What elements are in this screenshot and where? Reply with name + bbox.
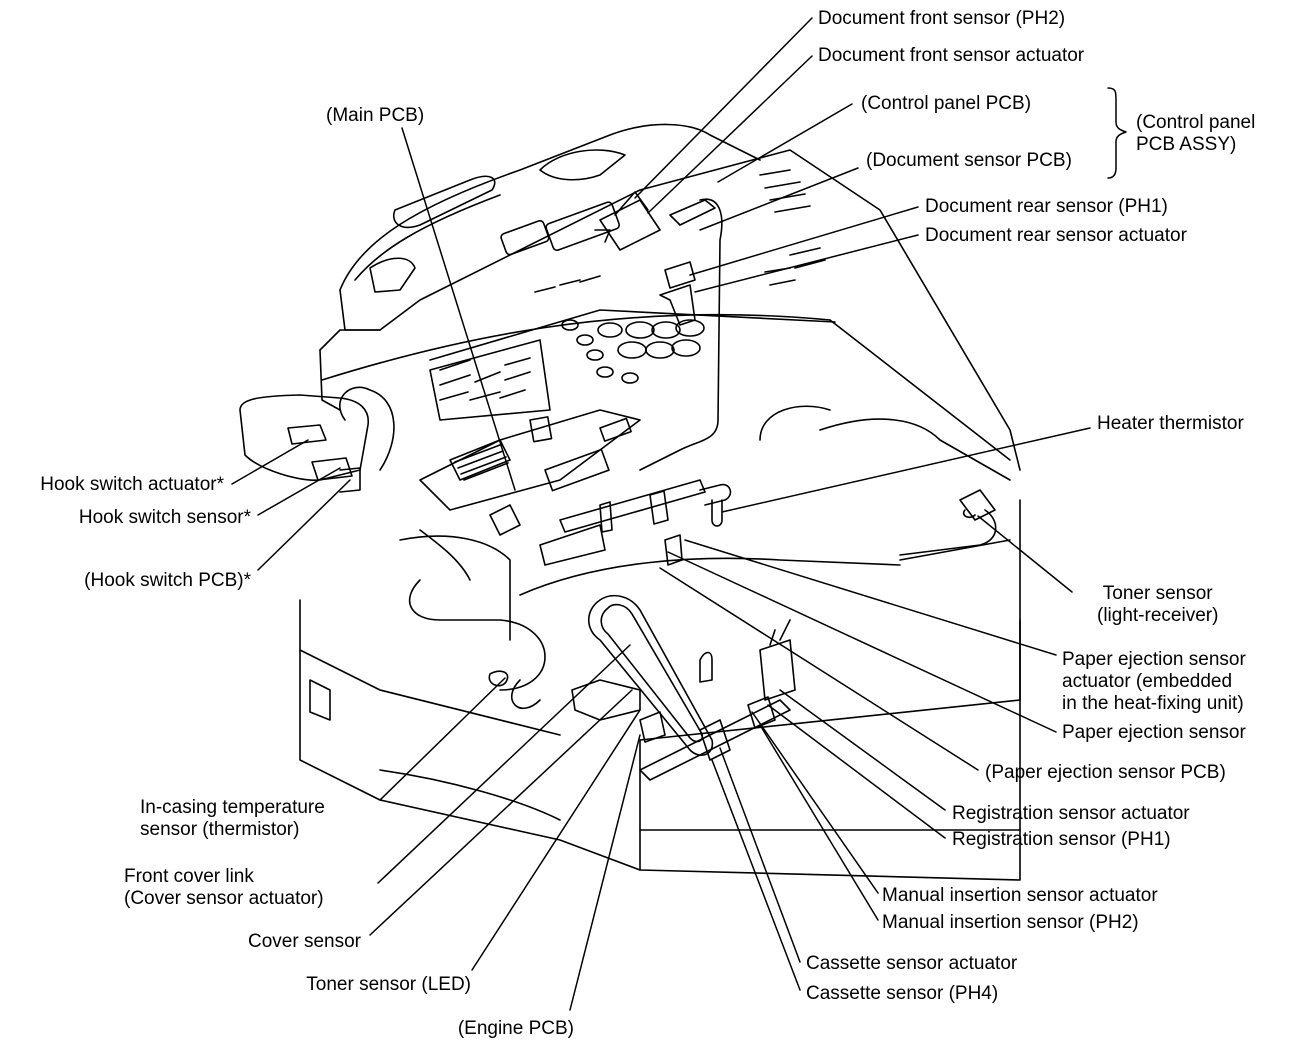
leader-paper-ejection-pcb xyxy=(659,567,979,771)
leader-in-casing-temp xyxy=(379,677,506,801)
front-cover-link-arm xyxy=(571,594,714,756)
leader-doc-rear-sensor xyxy=(689,206,919,276)
control-panel-keys xyxy=(500,169,826,384)
label-doc-sensor-pcb: (Document sensor PCB) xyxy=(866,150,1072,171)
label-paper-ejection-pcb: (Paper ejection sensor PCB) xyxy=(985,762,1226,783)
label-doc-front-actuator: Document front sensor actuator xyxy=(818,45,1085,66)
label-toner-receiver: Toner sensor (light-receiver) xyxy=(1097,583,1219,626)
label-hook-pcb: (Hook switch PCB)* xyxy=(84,570,251,591)
leader-doc-sensor-pcb xyxy=(699,167,859,231)
leader-hook-sensor xyxy=(257,467,341,516)
handset xyxy=(239,394,369,493)
label-in-casing-temp: In-casing temperature sensor (thermistor… xyxy=(140,797,325,840)
leader-manual-actuator xyxy=(751,711,879,894)
leader-doc-rear-actuator xyxy=(694,234,919,293)
machine-body xyxy=(239,123,1021,881)
leader-cassette-actuator xyxy=(719,747,801,963)
label-hook-actuator: Hook switch actuator* xyxy=(40,474,224,495)
leader-paper-ejection-sensor xyxy=(667,551,1057,733)
leader-manual-sensor xyxy=(759,724,879,921)
label-main-pcb: (Main PCB) xyxy=(326,105,425,126)
label-toner-led: Toner sensor (LED) xyxy=(306,974,471,995)
label-control-panel-assy: (Control panel PCB ASSY) xyxy=(1136,112,1256,155)
label-cover-sensor: Cover sensor xyxy=(248,931,361,952)
leader-front-cover-link xyxy=(377,644,631,884)
label-doc-rear-actuator: Document rear sensor actuator xyxy=(925,225,1187,246)
label-control-panel-pcb: (Control panel PCB) xyxy=(861,93,1032,114)
leader-paper-ejection-actuator xyxy=(684,539,1057,656)
sensor-shaft-assembly xyxy=(639,619,796,781)
leader-toner-led xyxy=(471,709,641,971)
leader-hook-actuator xyxy=(231,439,309,485)
leader-doc-front-sensor xyxy=(634,17,813,199)
leader-cassette-sensor xyxy=(711,759,801,991)
toner-receiver-part xyxy=(899,489,997,556)
label-registration-sensor: Registration sensor (PH1) xyxy=(952,829,1171,850)
main-pcb-board xyxy=(419,409,641,536)
assy-brace xyxy=(1107,87,1127,179)
label-paper-ejection-actuator: Paper ejection sensor actuator (embedded… xyxy=(1062,649,1246,714)
leader-engine-pcb xyxy=(569,734,641,1011)
label-manual-sensor: Manual insertion sensor (PH2) xyxy=(882,912,1139,933)
label-engine-pcb: (Engine PCB) xyxy=(457,1018,574,1039)
label-front-cover-link: Front cover link (Cover sensor actuator) xyxy=(124,866,324,909)
document-sensor-parts xyxy=(594,191,723,471)
leader-registration-sensor xyxy=(767,704,946,839)
leader-doc-front-actuator xyxy=(647,55,813,214)
leader-toner-receiver xyxy=(977,515,1073,593)
leader-registration-actuator xyxy=(779,689,946,811)
ejection-sensor-shaft xyxy=(539,479,732,566)
leader-hook-pcb xyxy=(257,479,351,571)
label-hook-sensor: Hook switch sensor* xyxy=(78,507,251,528)
label-registration-actuator: Registration sensor actuator xyxy=(952,803,1190,824)
leader-main-pcb xyxy=(401,127,516,491)
label-heater-thermistor: Heater thermistor xyxy=(1097,413,1244,434)
label-cassette-actuator: Cassette sensor actuator xyxy=(806,953,1018,974)
leader-cover-sensor xyxy=(369,689,633,936)
leader-heater-thermistor xyxy=(721,427,1091,513)
leader-control-panel-pcb xyxy=(717,103,853,183)
leader-lines xyxy=(231,17,1091,1011)
label-cassette-sensor: Cassette sensor (PH4) xyxy=(806,983,999,1004)
label-manual-actuator: Manual insertion sensor actuator xyxy=(882,885,1158,906)
label-paper-ejection-sensor: Paper ejection sensor xyxy=(1062,722,1246,743)
label-doc-front-sensor: Document front sensor (PH2) xyxy=(818,8,1066,29)
label-doc-rear-sensor: Document rear sensor (PH1) xyxy=(925,196,1168,217)
